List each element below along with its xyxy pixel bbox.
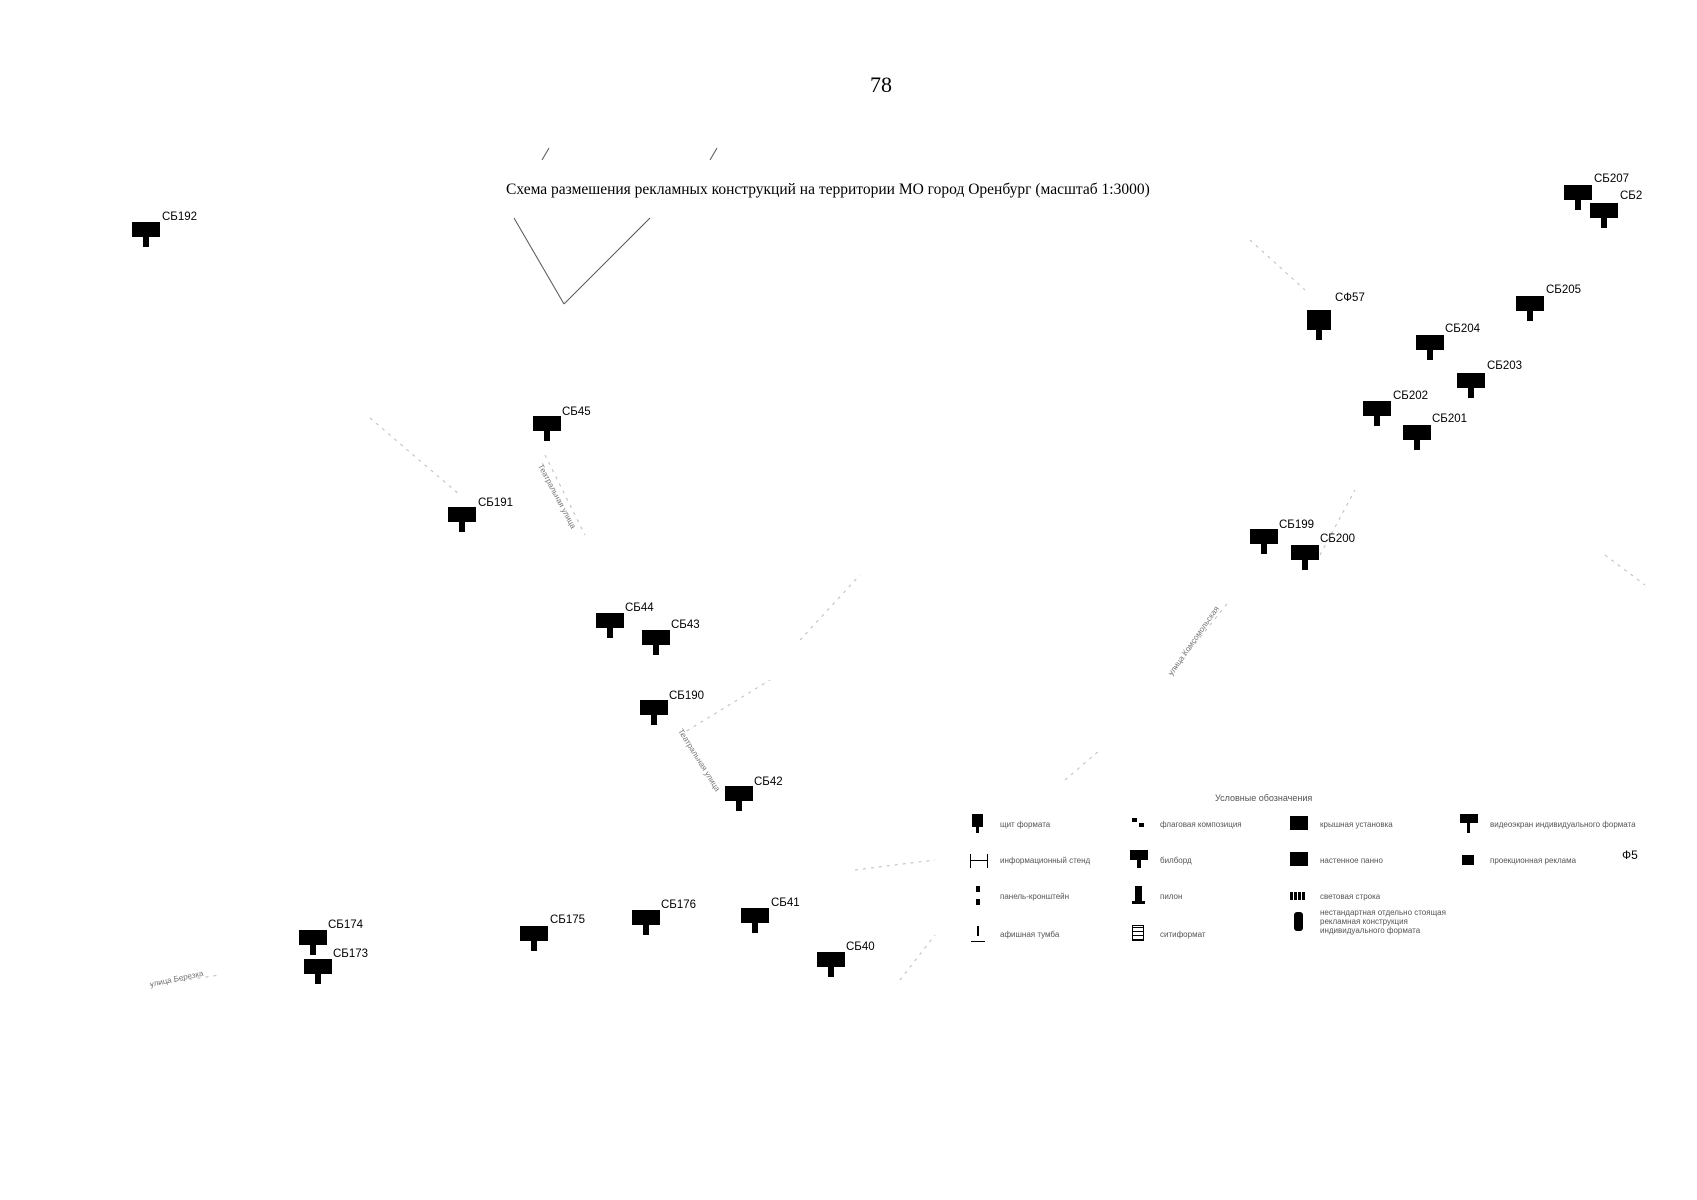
legend-item: видеоэкран индивидуального формата: [1460, 814, 1650, 834]
marker-label: СБ175: [550, 914, 586, 926]
marker-label: СФ57: [1335, 292, 1365, 304]
legend-item-label: щит формата: [1000, 819, 1051, 829]
marker-label: СБ191: [478, 497, 514, 509]
page-number: 78: [870, 72, 892, 97]
billboard-marker[interactable]: [642, 630, 670, 656]
legend-item: щит формата: [970, 814, 1050, 834]
billboard-marker[interactable]: [533, 416, 561, 442]
legend-item: информационный стенд: [970, 850, 1090, 870]
billboard-marker[interactable]: [1250, 529, 1278, 555]
poster-column-icon: [970, 924, 986, 944]
billboard-marker[interactable]: [1564, 185, 1592, 211]
map-title: Схема размешения рекламных конструкций н…: [506, 181, 1150, 198]
projection-icon: [1460, 850, 1476, 870]
billboard-marker[interactable]: [817, 952, 845, 978]
legend-item-label: световая строка: [1320, 891, 1381, 901]
billboard-marker[interactable]: [1516, 296, 1544, 322]
roof-install-icon: [1290, 814, 1308, 834]
shield-icon: [970, 814, 986, 834]
marker-label: СБ43: [671, 619, 700, 631]
legend-item: крышная установка: [1290, 814, 1393, 834]
legend-item: настенное панно: [1290, 850, 1383, 870]
billboard-marker[interactable]: [1403, 425, 1431, 451]
legend-item-label: флаговая композиция: [1160, 819, 1242, 829]
marker-label: СБ173: [333, 948, 369, 960]
billboard-marker[interactable]: [1291, 545, 1319, 571]
marker-label: СБ44: [625, 602, 654, 614]
billboard-marker[interactable]: [1416, 335, 1444, 361]
marker-label: СБ199: [1279, 519, 1315, 531]
legend-item-label: настенное панно: [1320, 855, 1383, 865]
legend-item: нестандартная отдельно стоящая рекламная…: [1290, 908, 1460, 935]
marker-label: СБ174: [328, 919, 364, 931]
marker-label: СБ176: [661, 899, 697, 911]
billboard-marker[interactable]: [725, 786, 753, 812]
legend-extra-label: Ф5: [1622, 848, 1638, 862]
custom-structure-icon: [1290, 911, 1306, 932]
billboard-marker[interactable]: [132, 222, 160, 248]
billboard-marker[interactable]: [1590, 203, 1618, 229]
marker-label: СБ200: [1320, 533, 1356, 545]
billboard-marker[interactable]: [299, 930, 327, 956]
panel-bracket-icon: [970, 886, 986, 906]
marker-label: СБ41: [771, 897, 800, 909]
billboard-marker[interactable]: [1457, 373, 1485, 399]
marker-label: СБ207: [1594, 173, 1630, 185]
billboard-icon: [1130, 850, 1148, 870]
billboard-marker[interactable]: [448, 507, 476, 533]
sf-marker[interactable]: [1307, 310, 1331, 340]
marker-label: СБ202: [1393, 390, 1429, 402]
marker-label: СБ204: [1445, 323, 1481, 335]
billboard-marker[interactable]: [596, 613, 624, 639]
flag-icon: [1130, 814, 1146, 834]
legend-item: флаговая композиция: [1130, 814, 1242, 834]
video-screen-icon: [1460, 814, 1478, 834]
legend-item-label: проекционная реклама: [1490, 855, 1577, 865]
legend-item: афишная тумба: [970, 924, 1059, 944]
legend-item: панель-кронштейн: [970, 886, 1069, 906]
legend-item-label: крышная установка: [1320, 819, 1393, 829]
legend-item-label: панель-кронштейн: [1000, 891, 1070, 901]
wall-panel-icon: [1290, 850, 1308, 870]
billboard-marker[interactable]: [632, 910, 660, 936]
marker-label: СБ45: [562, 406, 591, 418]
billboard-marker[interactable]: [640, 700, 668, 726]
marker-label: СБ192: [162, 211, 198, 223]
marker-label: СБ190: [669, 690, 705, 702]
marker-label: СБ42: [754, 776, 783, 788]
billboard-marker[interactable]: [1363, 401, 1391, 427]
cityformat-icon: [1130, 924, 1146, 944]
legend-item: пилон: [1130, 886, 1182, 906]
legend-item: ситиформат: [1130, 924, 1206, 944]
marker-label: СБ2: [1620, 190, 1643, 202]
map-legend: Условные обозначения щит формата флагова…: [960, 790, 1660, 970]
legend-item-label: ситиформат: [1160, 929, 1206, 939]
legend-item-label: нестандартная отдельно стоящая рекламная…: [1320, 908, 1446, 935]
billboard-marker[interactable]: [304, 959, 332, 985]
marker-label: СБ40: [846, 941, 875, 953]
legend-item-label: билборд: [1160, 855, 1192, 865]
billboard-marker[interactable]: [520, 926, 548, 952]
legend-item-label: пилон: [1160, 891, 1183, 901]
marker-label: СБ201: [1432, 413, 1468, 425]
legend-title: Условные обозначения: [1215, 793, 1313, 803]
legend-item: билборд: [1130, 850, 1192, 870]
legend-item: световая строка: [1290, 886, 1380, 906]
billboard-marker[interactable]: [741, 908, 769, 934]
marker-label: СБ205: [1546, 284, 1582, 296]
legend-item-label: информационный стенд: [1000, 855, 1091, 865]
legend-item-label: видеоэкран индивидуального формата: [1490, 819, 1636, 829]
info-stand-icon: [970, 850, 988, 870]
marker-label: СБ203: [1487, 360, 1523, 372]
pylon-icon: [1130, 886, 1146, 906]
legend-item: проекционная реклама: [1460, 850, 1576, 870]
legend-item-label: афишная тумба: [1000, 929, 1060, 939]
light-line-icon: [1290, 886, 1306, 906]
